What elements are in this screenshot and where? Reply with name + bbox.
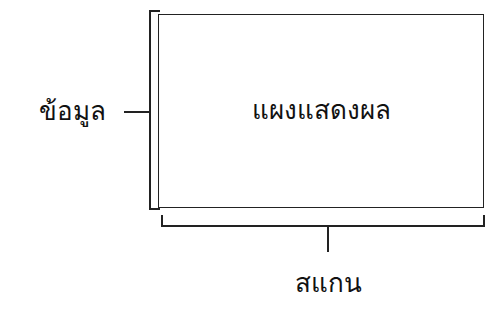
bracket-label: สแกน: [293, 267, 364, 301]
scan-bracket-tick: [327, 226, 329, 252]
panel-label: แผงแสดงผล: [252, 94, 391, 128]
display-panel-box: แผงแสดงผล: [158, 14, 484, 208]
bracket-label: ข้อมูล: [37, 95, 108, 129]
data-bracket-tick: [124, 111, 150, 113]
scan-bracket: [162, 215, 484, 226]
